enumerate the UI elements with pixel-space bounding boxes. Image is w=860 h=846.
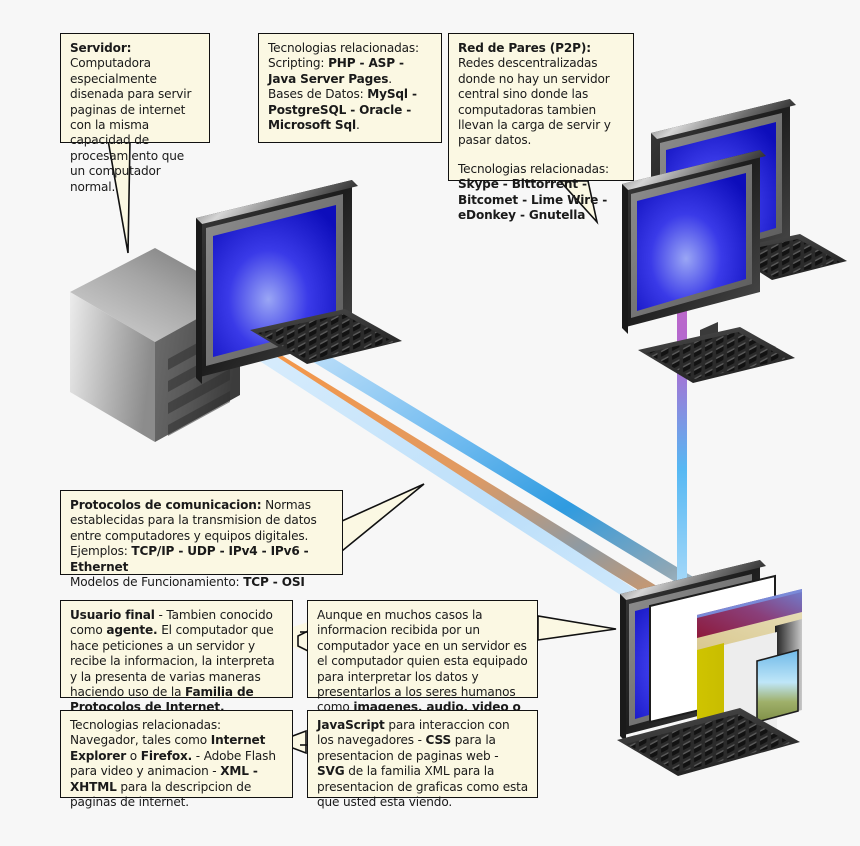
proto-ej-label: Ejemplos: — [70, 544, 132, 559]
tec-srv-l2: Scripting: — [268, 56, 329, 71]
js-seg2: para la presentacion de paginas web - — [317, 733, 499, 763]
callout-red-de-pares: Red de Pares (P2P): Redes descentralizad… — [448, 33, 634, 222]
tec-srv-l3b: MySql - PostgreSQL - Oracle - Microsoft … — [268, 87, 417, 133]
tec-srv-l3t: . — [355, 118, 360, 133]
callout-servidor-text: Servidor: Computadora especialmente dise… — [70, 41, 192, 194]
tec-srv-l2b: PHP - ASP - Java Server Pages — [268, 56, 404, 86]
peer-keyboard-front — [638, 327, 795, 383]
nav-b2: Firefox. — [140, 748, 193, 763]
callout-tecnologias-servidor: Tecnologias relacionadas: Scripting: PHP… — [258, 33, 442, 143]
nav-b1: Internet Explorer — [70, 733, 266, 763]
client-keyboard — [617, 708, 800, 776]
p2p-title: Red de Pares (P2P): — [458, 41, 591, 55]
callout-servidor: Servidor: Computadora especialmente dise… — [60, 33, 210, 194]
imagen-en-pantalla — [756, 648, 799, 724]
nav-seg2: o — [126, 748, 141, 763]
proto-ej-list: TCP/IP - UDP - IPv4 - IPv6 - Ethernet — [70, 544, 309, 574]
p2p-body: Redes descentralizadas donde no hay un s… — [458, 56, 611, 148]
p2p-tech-list: Skype - Bittorrent - Bitcomet - Lime Wir… — [458, 177, 608, 223]
tec-srv-l3: Bases de Datos: — [268, 87, 368, 102]
proto-mod-list: TCP - OSI — [243, 575, 305, 590]
nav-b3: XML - XHTML — [70, 764, 258, 794]
nav-seg4: para la descripcion de paginas de intern… — [70, 779, 252, 810]
callout-javascript: JavaScript para interaccion con los nave… — [307, 710, 538, 809]
tec-srv-l2t: . — [388, 71, 392, 86]
uf-agente: agente. — [106, 623, 158, 638]
callout-pointers — [107, 139, 617, 755]
tec-srv-l1: Tecnologias relacionadas: — [268, 41, 419, 55]
callout-navegadores: Tecnologias relacionadas: Navegador, tal… — [60, 710, 293, 809]
cable-azul-group — [255, 329, 746, 640]
uf-seg2: El computador que hace peticiones a un s… — [70, 623, 275, 700]
nav-seg1: Tecnologias relacionadas: Navegador, tal… — [70, 718, 221, 748]
proto-mod-label: Modelos de Funcionamiento: — [70, 575, 244, 590]
js-b3: SVG — [317, 764, 345, 779]
info-body: Aunque en muchos casos la informacion re… — [317, 608, 528, 715]
spacer — [458, 149, 624, 162]
peer-monitor-front — [622, 150, 776, 364]
callout-informacion: Aunque en muchos casos la informacion re… — [307, 600, 538, 730]
p2p-tech-label: Tecnologias relacionadas: — [458, 161, 609, 176]
js-b2: CSS — [425, 733, 452, 748]
callout-protocolos: Protocolos de comunicacion: Normas estab… — [60, 490, 343, 589]
uf-title: Usuario final — [70, 608, 155, 622]
server-keyboard — [250, 309, 402, 364]
proto-body: Normas establecidas para la transmision … — [70, 498, 317, 543]
nav-seg3: - Adobe Flash para video y animacion - — [70, 748, 276, 779]
js-seg3: de la familia XML para la presentacion d… — [317, 764, 529, 810]
callout-usuario-final: Usuario final - Tambien conocido como ag… — [60, 600, 293, 714]
js-seg1: para interaccion con los navegadores - — [317, 718, 510, 748]
uf-seg1: - Tambien conocido como — [70, 608, 273, 638]
js-b1: JavaScript — [317, 718, 385, 732]
cable-rosa-group — [677, 237, 687, 637]
proto-title: Protocolos de comunicacion: — [70, 498, 262, 512]
